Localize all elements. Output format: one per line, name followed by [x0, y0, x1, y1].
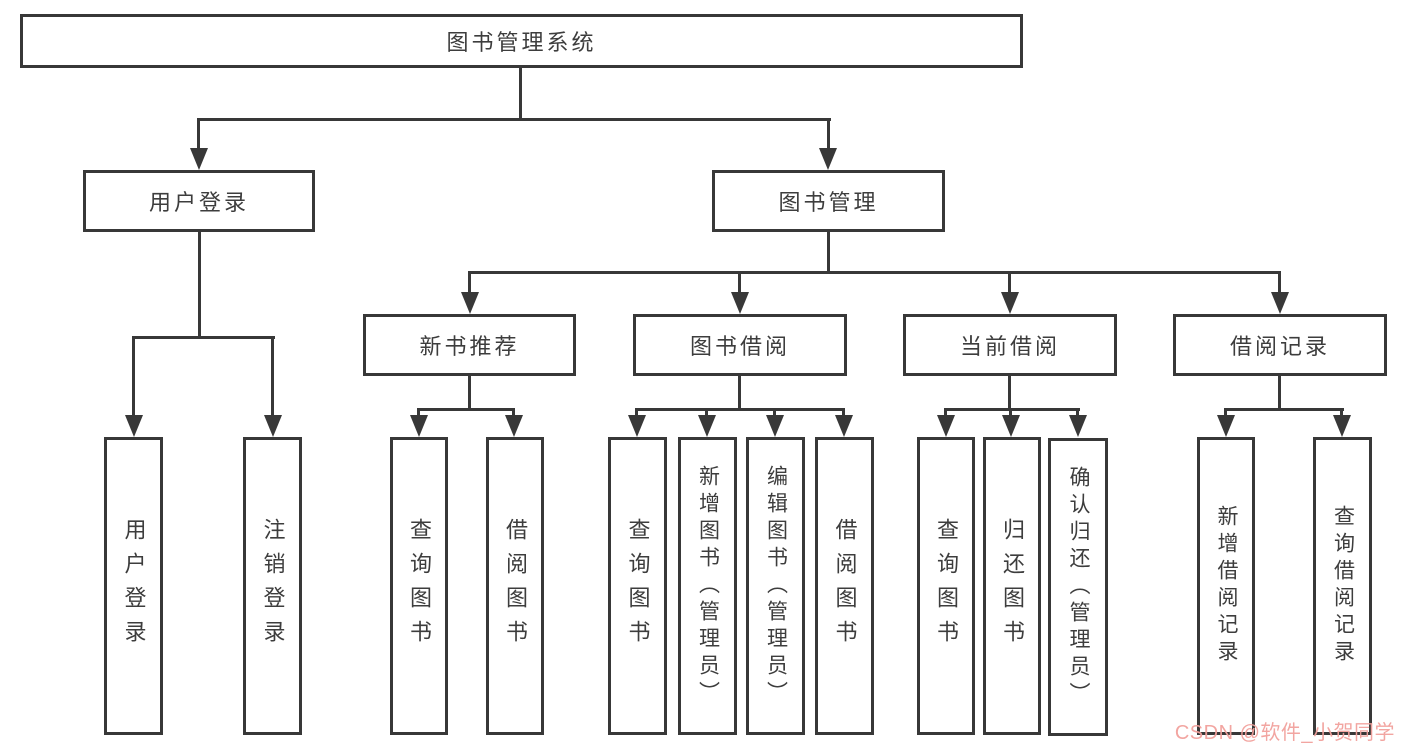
connector-line [705, 408, 708, 420]
arrow-down-icon [1069, 415, 1087, 437]
connector-line [198, 232, 201, 339]
node-leaf-user-login: 用户登录 [104, 437, 163, 735]
connector-line [635, 408, 845, 411]
connector-line [271, 336, 274, 420]
node-leaf-borrow-books: 借阅图书 [815, 437, 874, 735]
node-book-borrowing: 图书借阅 [633, 314, 847, 376]
connector-line [635, 408, 638, 420]
arrow-down-icon [1001, 292, 1019, 314]
node-leaf-logout: 注销登录 [243, 437, 302, 735]
arrow-down-icon [766, 415, 784, 437]
arrow-down-icon [1217, 415, 1235, 437]
arrow-down-icon [731, 292, 749, 314]
connector-line [1008, 271, 1011, 296]
connector-line [468, 271, 1281, 274]
connector-line [1278, 271, 1281, 296]
node-leaf-add-books-admin: 新增图书（管理员） [678, 437, 737, 735]
arrow-down-icon [410, 415, 428, 437]
connector-line [468, 271, 471, 296]
node-book-management: 图书管理 [712, 170, 945, 232]
node-leaf-query-books-current: 查询图书 [917, 437, 975, 735]
connector-line [827, 118, 830, 152]
arrow-down-icon [819, 148, 837, 170]
connector-line [944, 408, 947, 420]
connector-line [417, 408, 420, 420]
connector-line [1076, 408, 1079, 420]
connector-line [197, 118, 831, 121]
connector-line [512, 408, 515, 420]
connector-line [1278, 376, 1281, 411]
connector-line [132, 336, 135, 420]
node-leaf-edit-books-admin: 编辑图书（管理员） [746, 437, 805, 735]
csdn-watermark: CSDN @软件_小贺同学 [1174, 722, 1395, 744]
node-leaf-return-books: 归还图书 [983, 437, 1041, 735]
connector-line [944, 408, 1080, 411]
connector-line [1008, 376, 1011, 411]
node-leaf-query-books-borrowing: 查询图书 [608, 437, 667, 735]
node-system-root: 图书管理系统 [20, 14, 1023, 68]
connector-line [738, 271, 741, 296]
arrow-down-icon [835, 415, 853, 437]
connector-line [842, 408, 845, 420]
node-leaf-borrow-books-recommend: 借阅图书 [486, 437, 544, 735]
arrow-down-icon [505, 415, 523, 437]
arrow-down-icon [1271, 292, 1289, 314]
connector-line [132, 336, 275, 339]
node-leaf-query-borrow-record: 查询借阅记录 [1313, 437, 1372, 735]
connector-line [1009, 408, 1012, 420]
arrow-down-icon [937, 415, 955, 437]
node-leaf-add-borrow-record: 新增借阅记录 [1197, 437, 1255, 735]
connector-line [468, 376, 471, 411]
connector-line [738, 376, 741, 411]
connector-line [519, 68, 522, 121]
connector-line [827, 232, 830, 274]
arrow-down-icon [628, 415, 646, 437]
node-leaf-query-books-recommend: 查询图书 [390, 437, 448, 735]
arrow-down-icon [698, 415, 716, 437]
node-leaf-confirm-return-admin: 确认归还（管理员） [1048, 438, 1108, 736]
connector-line [1340, 408, 1343, 420]
arrow-down-icon [461, 292, 479, 314]
connector-line [773, 408, 776, 420]
arrow-down-icon [125, 415, 143, 437]
node-borrowing-records: 借阅记录 [1173, 314, 1387, 376]
node-user-login: 用户登录 [83, 170, 315, 232]
arrow-down-icon [190, 148, 208, 170]
connector-line [1224, 408, 1344, 411]
arrow-down-icon [1333, 415, 1351, 437]
arrow-down-icon [1002, 415, 1020, 437]
connector-line [197, 118, 200, 152]
connector-line [1224, 408, 1227, 420]
connector-line [417, 408, 515, 411]
node-current-borrowing: 当前借阅 [903, 314, 1117, 376]
arrow-down-icon [264, 415, 282, 437]
node-new-book-recommend: 新书推荐 [363, 314, 576, 376]
